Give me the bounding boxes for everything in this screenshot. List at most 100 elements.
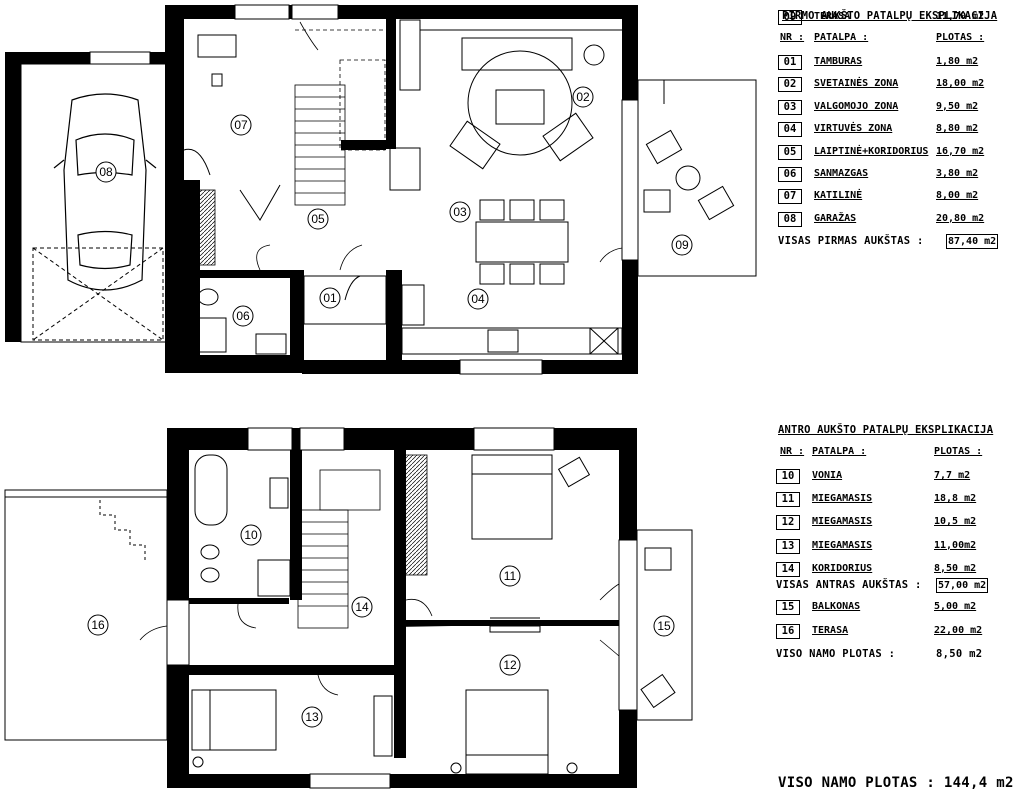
room-area: 7,7 m2: [934, 470, 971, 481]
col-room: PATALPA :: [812, 446, 867, 457]
bathroom-fixtures: [191, 288, 287, 355]
living-room-furniture: [420, 29, 622, 170]
room-number: 04: [778, 122, 802, 138]
room-name: SVETAINĖS ZONA: [814, 78, 899, 90]
label-14: 14: [355, 600, 369, 614]
room-number: 16: [776, 624, 800, 639]
schedule-row: 16 TERASA 22,00 m2: [776, 624, 1024, 640]
room-area: 8,50 m2: [934, 562, 977, 574]
terrace-16: [4, 489, 168, 741]
house-area-value: 8,50 m2: [936, 648, 983, 660]
room-number: 15: [776, 600, 800, 615]
second-floor-windows: [166, 427, 638, 789]
first-floor-windows: [89, 4, 639, 375]
room-label-text: 01 02 03 04 05 06 07 08 09 10 11 12 13 1…: [91, 90, 689, 724]
schedule-row: 10 VONIA 7,7 m2: [776, 469, 1024, 485]
room-number: 11: [776, 492, 800, 508]
room-number: 08: [778, 211, 802, 227]
room-name: KATILINĖ: [814, 190, 863, 202]
room-area: 18,00 m2: [936, 78, 985, 90]
boiler-fixtures: [183, 34, 281, 221]
room-name: GARAŽAS: [814, 212, 857, 224]
room-area: 18,8 m2: [934, 493, 977, 505]
col-area: PLOTAS :: [936, 32, 985, 43]
room-area: 16,70 m2: [936, 145, 985, 157]
room-name: VONIA: [812, 470, 843, 481]
label-13: 13: [305, 710, 319, 724]
garage: [20, 63, 168, 343]
balcony-15: [636, 529, 693, 721]
bathroom-10-fixtures: [194, 454, 291, 597]
room-name: BALKONAS: [812, 601, 861, 612]
label-03: 03: [453, 205, 467, 219]
house-area-label: VISO NAMO PLOTAS :: [776, 648, 896, 660]
room-number: 05: [778, 144, 802, 160]
second-floor-total-value: 57,00 m2: [936, 578, 989, 593]
stairs-second-floor: [297, 469, 381, 629]
doors-second-floor: [139, 583, 620, 696]
bedroom-11-furniture: [471, 454, 591, 619]
stairs-first-floor: [294, 29, 386, 206]
fireplace: [389, 19, 421, 191]
label-15: 15: [657, 619, 671, 633]
dining-table: [475, 199, 569, 285]
room-number: 09: [778, 10, 802, 25]
room-area: 20,80 m2: [936, 212, 985, 224]
kitchen-fixtures: [401, 284, 623, 355]
room-area: 10,5 m2: [934, 516, 977, 528]
terrace-09: [637, 79, 757, 277]
room-number: 10: [776, 469, 800, 484]
label-05: 05: [311, 212, 325, 226]
room-area: 5,00 m2: [934, 601, 977, 612]
room-number: 01: [778, 55, 802, 70]
room-name: SANMAZGAS: [814, 168, 869, 179]
first-floor-plan: [5, 4, 757, 375]
room-name: VALGOMOJO ZONA: [814, 100, 899, 112]
room-number: 12: [776, 515, 800, 531]
label-08: 08: [99, 165, 113, 179]
col-area: PLOTAS :: [934, 446, 983, 457]
schedule-row: 11 MIEGAMASIS 18,8 m2: [776, 492, 1024, 508]
room-area: 11,00m2: [934, 539, 977, 551]
room-area: 22,00 m2: [934, 625, 983, 636]
room-area: 8,00 m2: [936, 190, 979, 202]
room-number: 14: [776, 561, 800, 577]
room-name: VIRTUVĖS ZONA: [814, 123, 893, 135]
second-floor-schedule-title: ANTRO AUKŠTO PATALPŲ EKSPLIKACIJA: [778, 424, 994, 436]
first-floor-schedule-title: PIRMO AUKŠTO PATALPŲ EKSPLIKACIJA: [782, 10, 998, 22]
bedroom-13-furniture: [191, 689, 393, 768]
schedule-row: 15 BALKONAS 5,00 m2: [776, 600, 1024, 616]
room-name: TERASA: [814, 11, 851, 22]
room-area: 1,80 m2: [936, 56, 979, 67]
label-04: 04: [471, 292, 485, 306]
col-nr: NR :: [780, 446, 805, 457]
room-number: 03: [778, 99, 802, 115]
room-area: 3,80 m2: [936, 168, 979, 179]
room-area: 8,80 m2: [936, 123, 979, 135]
bedroom-12-furniture: [450, 625, 578, 775]
room-name: KORIDORIUS: [812, 562, 873, 574]
room-name: MIEGAMASIS: [812, 493, 873, 505]
label-16: 16: [91, 618, 105, 632]
label-09: 09: [675, 238, 689, 252]
first-floor-schedule: PIRMO AUKŠTO PATALPŲ EKSPLIKACIJA NR : P…: [778, 10, 1022, 275]
vestibule: [303, 275, 387, 325]
label-12: 12: [503, 658, 517, 672]
first-floor-total-value: 87,40 m2: [946, 234, 999, 249]
label-07: 07: [234, 118, 248, 132]
doors-first-floor: [256, 21, 623, 271]
schedule-row: 04 VIRTUVĖS ZONA 8,80 m2: [778, 122, 1024, 138]
second-floor-total: VISAS ANTRAS AUKŠTAS : 57,00 m2: [776, 578, 1024, 594]
label-11: 11: [504, 569, 517, 583]
label-10: 10: [244, 528, 258, 542]
first-floor-total: VISAS PIRMAS AUKŠTAS : 87,40 m2: [778, 234, 1024, 250]
room-name: TERASA: [812, 625, 849, 636]
